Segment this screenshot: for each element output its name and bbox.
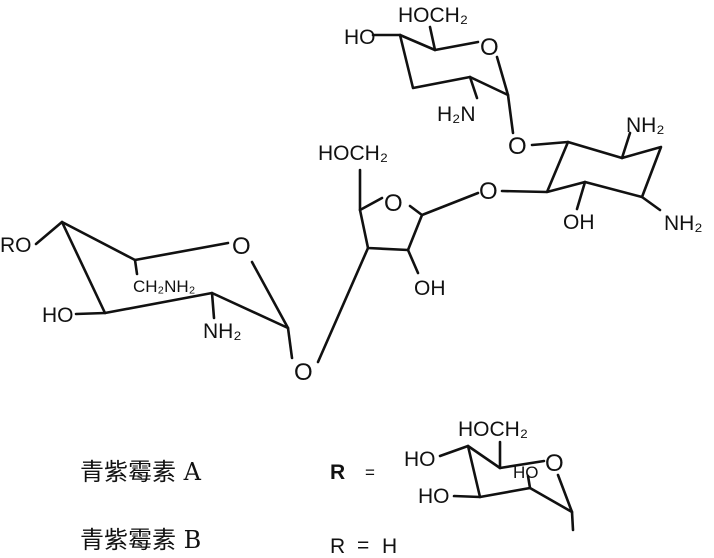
r-label: R (330, 461, 345, 484)
oh-label: OH (563, 211, 595, 234)
h2n-label: H₂N (437, 103, 475, 126)
h-label: H (382, 535, 397, 558)
r-label: R (330, 535, 345, 558)
ring-oxygen: O (384, 190, 403, 217)
nh2-label: NH₂ (203, 320, 241, 343)
ho-label: HO (404, 448, 436, 471)
ch2nh2-label: CH₂NH₂ (133, 277, 195, 296)
ring-oxygen: O (232, 233, 251, 260)
ho-label: HO (344, 26, 376, 49)
oh-label: OH (414, 277, 446, 300)
equals-sign: = (365, 463, 375, 482)
ring-oxygen: O (545, 450, 564, 477)
top-ring-bonds (371, 25, 515, 135)
ho-label: HO (418, 485, 450, 508)
hoch2-label: HOCH₂ (318, 142, 388, 165)
equals-sign: = (357, 534, 369, 557)
compound-b-name: 青紫霉素 B (80, 526, 201, 554)
substituent-ring-bonds (438, 440, 575, 532)
glycosidic-oxygen: O (479, 178, 498, 205)
streptamine-bonds (500, 131, 663, 212)
nh2-label: NH₂ (664, 212, 702, 235)
ho-label: HO (42, 304, 74, 327)
hoch2-label: HOCH₂ (398, 4, 468, 27)
glycosidic-oxygen: O (294, 359, 313, 386)
nh2-label: NH₂ (626, 114, 664, 137)
ho-label: HO (513, 463, 539, 482)
compound-a-name: 青紫霉素 A (80, 458, 202, 486)
ring-oxygen: O (480, 34, 499, 61)
hoch2-label: HOCH₂ (458, 418, 528, 441)
ro-label: RO (0, 234, 32, 257)
glycosidic-oxygen: O (508, 133, 527, 160)
ribose-bonds (358, 168, 480, 275)
left-ring-bonds (34, 220, 370, 364)
